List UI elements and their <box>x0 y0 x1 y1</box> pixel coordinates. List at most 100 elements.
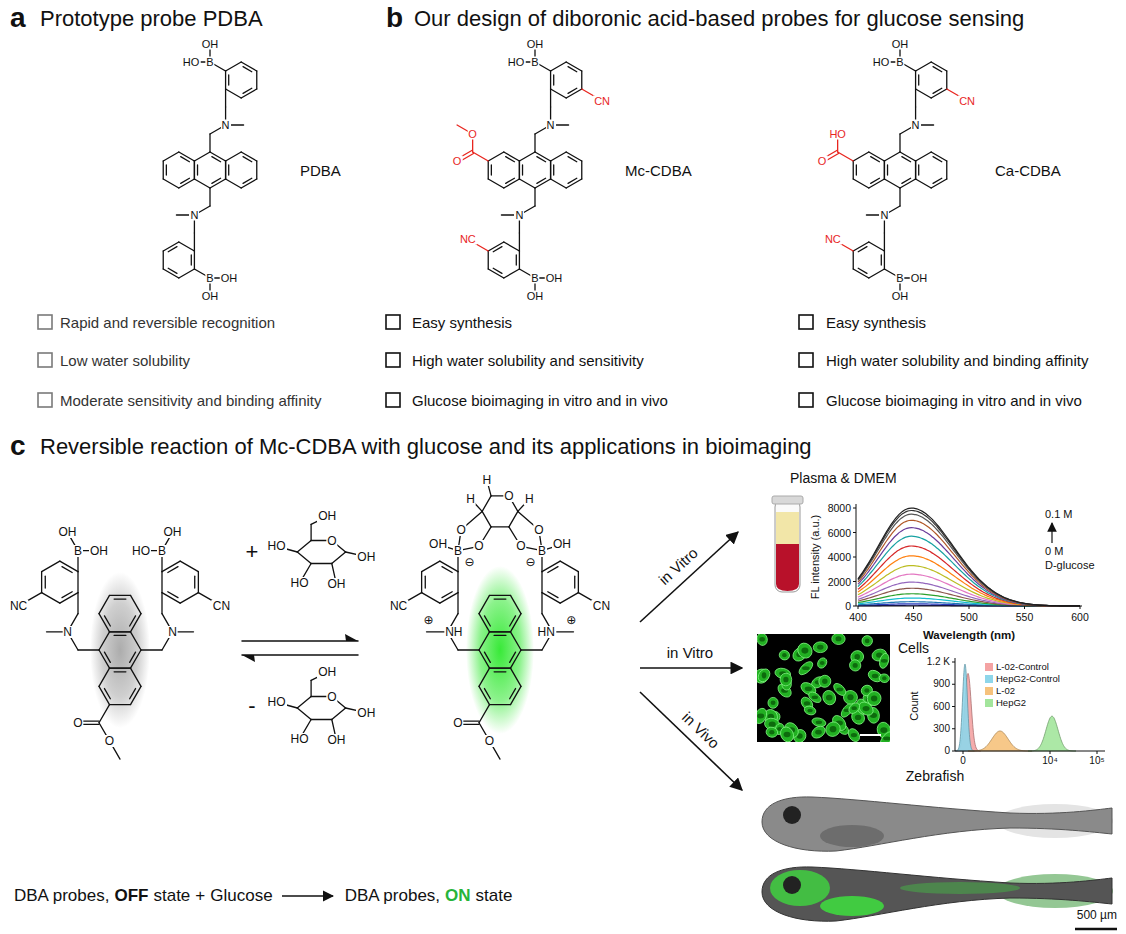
bond <box>490 631 511 632</box>
legend-text: HepG2-Control <box>996 674 1060 684</box>
cell <box>757 667 772 684</box>
atom-label: B <box>530 273 539 284</box>
bond <box>130 616 136 626</box>
atom-label: O <box>455 524 466 536</box>
compound-name: Ca-CDBA <box>995 163 1061 178</box>
checkbox <box>799 393 813 407</box>
bond <box>168 592 178 598</box>
bond <box>243 88 252 93</box>
axis-title: FL intensity (a.u.) <box>810 515 821 600</box>
bond <box>163 179 179 188</box>
scheme-row: DBA probes,OFFstate+Glucose DBA probes,O… <box>14 886 512 906</box>
tick <box>1024 606 1025 609</box>
bond <box>494 598 506 599</box>
nucleus <box>882 676 887 680</box>
bond <box>310 680 311 696</box>
bond <box>869 242 885 251</box>
tick <box>969 606 970 609</box>
spectrum-chart <box>853 504 1082 609</box>
tick-label: 6000 <box>828 527 851 538</box>
bond <box>479 668 490 686</box>
bond <box>542 593 560 604</box>
atom-label: ⊕ <box>565 614 577 626</box>
atom-label: OH <box>317 666 337 678</box>
fish-body <box>762 797 1112 851</box>
bond <box>110 631 131 632</box>
tick <box>853 606 856 607</box>
atom-label: HO <box>290 577 310 589</box>
tick <box>963 751 964 754</box>
atom-label: O <box>503 490 514 502</box>
bond <box>479 705 490 723</box>
tick-label: 600 <box>933 702 950 712</box>
bond <box>915 71 916 89</box>
atom-label: B <box>73 545 83 557</box>
bond <box>488 179 504 188</box>
feature-item: High water solubility and binding affini… <box>826 353 1088 368</box>
bond <box>225 161 226 179</box>
bond <box>60 593 78 604</box>
bond <box>521 649 542 650</box>
tick-label: 10⁵ <box>1089 756 1104 766</box>
bond <box>297 708 311 720</box>
bond <box>490 631 511 632</box>
bond <box>900 179 916 188</box>
panel-letter: b <box>386 4 403 32</box>
bond <box>104 689 110 699</box>
bond <box>442 592 452 598</box>
feature-item: Low water solubility <box>60 353 190 368</box>
trend-arrow <box>1051 523 1052 543</box>
bond <box>210 152 226 161</box>
series-note: 0 M <box>1045 546 1063 557</box>
legend-entry: HepG2 <box>985 698 1026 708</box>
atom-label: O <box>473 540 484 552</box>
atom-label: O <box>484 735 495 747</box>
tick <box>853 508 856 509</box>
bond <box>421 572 422 593</box>
bond <box>226 179 242 188</box>
legend-text: HepG2 <box>996 698 1026 708</box>
nucleus <box>863 706 870 711</box>
bond <box>568 157 577 162</box>
bond <box>931 179 947 188</box>
bond <box>490 668 511 669</box>
atom-label: O <box>817 156 828 167</box>
scheme-text: DBA probes, <box>14 886 109 906</box>
bond <box>884 161 885 179</box>
atom-label: ⊖ <box>524 556 536 568</box>
bond <box>242 654 358 656</box>
bond <box>484 616 490 626</box>
bond <box>42 561 60 572</box>
bond <box>422 561 440 572</box>
bond <box>931 62 947 71</box>
bond <box>838 152 854 161</box>
atom-label: CN <box>592 600 611 612</box>
cell <box>780 673 792 686</box>
scheme-left: DBA probes,OFFstate+Glucose <box>14 886 273 906</box>
bond <box>242 640 358 642</box>
atom-label: ⊕ <box>423 614 435 626</box>
nucleus <box>782 653 787 657</box>
spectrum-curve <box>858 594 1080 606</box>
tick-label: 550 <box>1016 612 1034 623</box>
cell <box>765 726 778 738</box>
bond <box>163 269 179 278</box>
feature-item: Rapid and reversible recognition <box>60 315 275 330</box>
bond <box>560 593 578 604</box>
nucleus <box>769 730 774 734</box>
nucleus <box>880 727 887 733</box>
bond-lines <box>19 44 968 759</box>
atom-label: OH <box>526 39 545 50</box>
bond <box>884 233 885 251</box>
tick <box>853 557 856 558</box>
bond <box>225 89 226 107</box>
bond <box>902 157 911 162</box>
bond <box>519 161 520 179</box>
cell <box>832 634 846 645</box>
nucleus <box>865 639 870 644</box>
atom-label: OH <box>163 526 183 538</box>
atom-label: OH <box>891 39 910 50</box>
panel-letter: a <box>10 4 26 32</box>
legend-entry: L-02-Control <box>985 662 1049 672</box>
